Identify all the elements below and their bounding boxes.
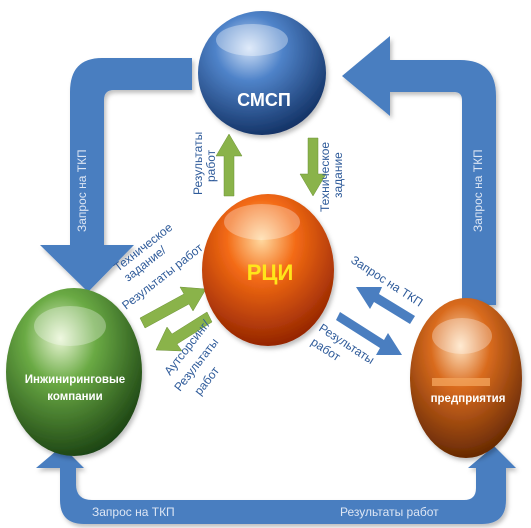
bottom-right-label: Результаты работ bbox=[340, 505, 439, 519]
node-engineering-label-line1: Инжиниринговые bbox=[25, 374, 125, 386]
left-arrow-label: Запрос на ТКП bbox=[75, 149, 89, 232]
green-arrow-to-engineering bbox=[155, 311, 213, 352]
bottom-left-label: Запрос на ТКП bbox=[92, 505, 175, 519]
node-smsp-label: СМСП bbox=[237, 90, 291, 110]
right-curved-arrow bbox=[342, 36, 496, 305]
left-curved-arrow bbox=[40, 58, 192, 292]
enterprises-highlight-bar bbox=[432, 378, 490, 386]
blue-arrow-to-enterprises bbox=[336, 312, 402, 355]
smsp-up-label-line1: Результаты bbox=[191, 132, 205, 195]
node-enterprises[interactable]: предприятия bbox=[410, 298, 522, 458]
node-rci-label: РЦИ bbox=[247, 260, 294, 285]
green-arrow-down-from-smsp bbox=[299, 137, 327, 197]
green-arrow-to-rci bbox=[139, 286, 207, 329]
smsp-down-label-line1: Техническое bbox=[318, 142, 332, 212]
node-smsp[interactable]: СМСП bbox=[198, 11, 326, 135]
green-arrow-up-to-smsp bbox=[215, 133, 243, 197]
right-arrow-label: Запрос на ТКП bbox=[471, 149, 485, 232]
blue-arrow-to-rci bbox=[356, 287, 415, 324]
node-engineering-label-line2: компании bbox=[47, 391, 102, 403]
node-rci[interactable]: РЦИ bbox=[202, 194, 334, 346]
smsp-down-label-line2: задание bbox=[331, 152, 345, 198]
bottom-double-arrow bbox=[36, 446, 516, 524]
node-enterprises-label: предприятия bbox=[431, 393, 506, 405]
node-engineering[interactable]: Инжиниринговые компании bbox=[6, 288, 142, 456]
smsp-up-label-line2: работ bbox=[204, 149, 218, 182]
